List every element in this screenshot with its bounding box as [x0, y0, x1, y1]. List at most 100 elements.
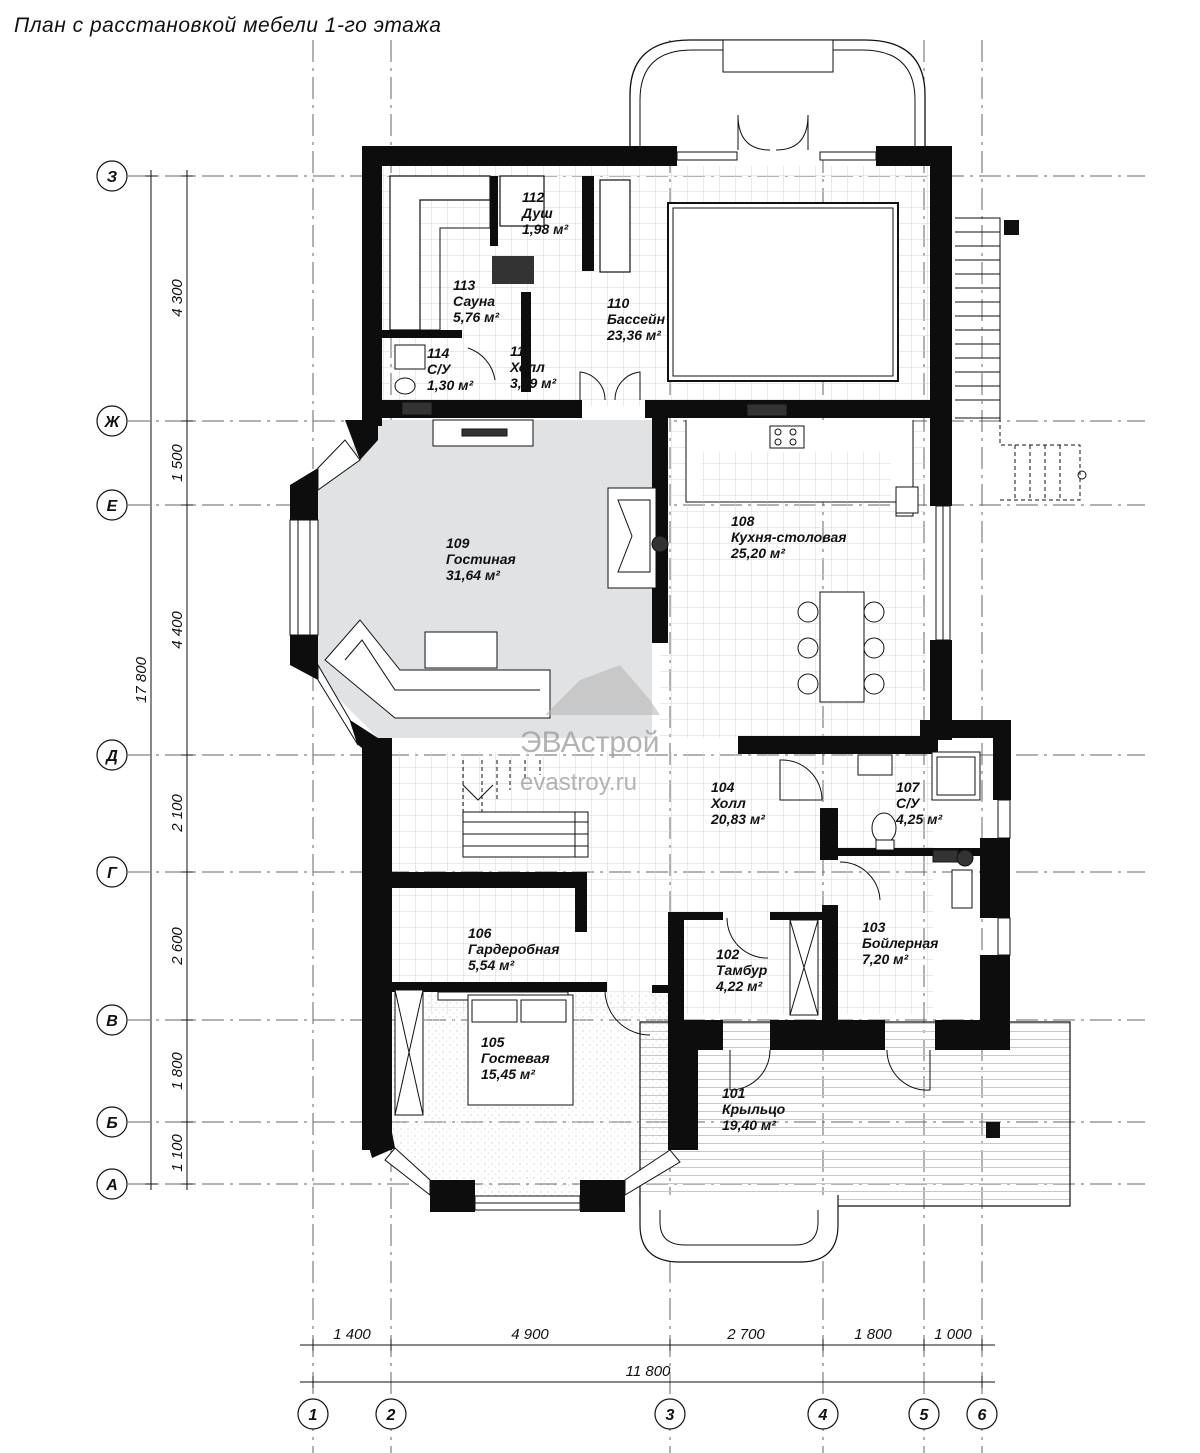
- axis-letter: З: [107, 169, 117, 186]
- room-number: 102: [716, 946, 740, 962]
- axis-letter: Б: [106, 1115, 117, 1132]
- axis-circle: [297, 1398, 329, 1430]
- axis-letter: Д: [104, 748, 118, 765]
- room-number: 105: [481, 1034, 505, 1050]
- room-area: 19,40 м²: [722, 1117, 776, 1133]
- watermark-logo-icon: [545, 665, 660, 715]
- axis-letter: В: [106, 1013, 118, 1030]
- page-title: План с расстановкой мебели 1-го этажа: [14, 14, 442, 37]
- dim-v-7: 1 100: [169, 1134, 186, 1172]
- dimension-texts: 4 300 1 500 4 400 2 100 2 600 1 800 1 10…: [133, 279, 972, 1380]
- room-name: Гостиная: [446, 551, 516, 567]
- watermark: ЭВАстрой evastroy.ru: [520, 665, 660, 796]
- room-name: Кухня-столовая: [731, 529, 847, 545]
- dim-v-2: 1 500: [169, 444, 186, 482]
- room-area: 4,22 м²: [715, 978, 762, 994]
- axis-number: 3: [666, 1407, 675, 1424]
- dim-v-4: 2 100: [169, 794, 186, 833]
- room-area: 3,79 м²: [510, 375, 556, 391]
- pool: [667, 202, 899, 382]
- room-name: Гостевая: [481, 1050, 550, 1066]
- room-area: 20,83 м²: [710, 811, 765, 827]
- axis-circle: [966, 1398, 998, 1430]
- room-number: 103: [862, 919, 886, 935]
- axis-circle: [96, 489, 128, 521]
- walls: [290, 146, 1011, 1212]
- interior-stair: [462, 760, 589, 858]
- axis-number: 2: [386, 1407, 396, 1424]
- room-name: Душ: [521, 205, 553, 221]
- axis-circle: [96, 856, 128, 888]
- axis-circle: [96, 405, 128, 437]
- room-number: 106: [468, 925, 492, 941]
- room-number: 109: [446, 535, 470, 551]
- room-number: 111: [510, 343, 531, 359]
- axis-circle: [96, 160, 128, 192]
- dim-h-5: 1 000: [934, 1326, 972, 1343]
- axis-letter: Г: [107, 865, 118, 882]
- exterior-stairs: [955, 217, 1087, 501]
- dim-h-total: 11 800: [626, 1363, 671, 1380]
- room-number: 114: [427, 345, 450, 361]
- dim-h-2: 4 900: [511, 1326, 549, 1343]
- room-name: С/У: [427, 361, 452, 377]
- watermark-site: evastroy.ru: [520, 769, 637, 796]
- axis-letter: Е: [107, 498, 119, 515]
- doors: [467, 347, 931, 1091]
- room-name: Сауна: [453, 293, 495, 309]
- axis-number: 4: [818, 1407, 828, 1424]
- room-area: 25,20 м²: [730, 545, 785, 561]
- room-area: 31,64 м²: [446, 567, 500, 583]
- dim-h-1: 1 400: [333, 1326, 371, 1343]
- room-number: 104: [711, 779, 735, 795]
- room-number: 108: [731, 513, 755, 529]
- axis-circle: [96, 1168, 128, 1200]
- axis-circle: [807, 1398, 839, 1430]
- room-number: 113: [453, 277, 476, 293]
- room-number: 112: [522, 189, 545, 205]
- axis-number: 5: [920, 1407, 930, 1424]
- dim-v-total: 17 800: [133, 656, 150, 703]
- axis-circle: [654, 1398, 686, 1430]
- axis-number: 1: [309, 1407, 318, 1424]
- room-name: С/У: [896, 795, 921, 811]
- room-number: 107: [896, 779, 921, 795]
- dimension-lines-horizontal: [300, 1339, 995, 1388]
- dim-v-5: 2 600: [169, 927, 186, 966]
- room-name: Крыльцо: [722, 1101, 786, 1117]
- windows: [289, 151, 1011, 1211]
- room-name: Холл: [710, 795, 746, 811]
- dim-h-4: 1 800: [854, 1326, 892, 1343]
- room-number: 110: [607, 295, 630, 311]
- room-area: 23,36 м²: [606, 327, 661, 343]
- axis-circle: [96, 739, 128, 771]
- dim-v-1: 4 300: [169, 279, 186, 317]
- room-name: Бассейн: [607, 311, 666, 327]
- axis-number: 6: [978, 1407, 987, 1424]
- dim-v-6: 1 800: [169, 1052, 186, 1090]
- axis-circle: [375, 1398, 407, 1430]
- room-name: Тамбур: [716, 962, 768, 978]
- axis-circle: [908, 1398, 940, 1430]
- room-area: 1,98 м²: [522, 221, 568, 237]
- room-area: 4,25 м²: [895, 811, 942, 827]
- dim-v-3: 4 400: [169, 611, 186, 649]
- room-area: 15,45 м²: [481, 1066, 535, 1082]
- axis-circle: [96, 1106, 128, 1138]
- watermark-name: ЭВАстрой: [520, 726, 659, 759]
- room-name: Бойлерная: [862, 935, 938, 951]
- axis-letter: А: [105, 1177, 118, 1194]
